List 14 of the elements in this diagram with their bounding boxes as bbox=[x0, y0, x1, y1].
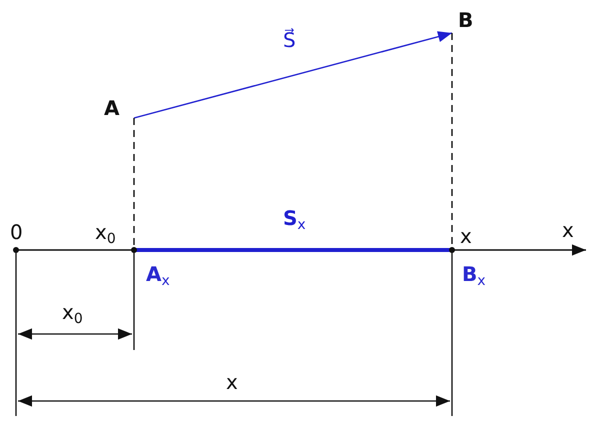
projection-segment bbox=[134, 248, 452, 252]
dimension-label: x bbox=[226, 372, 238, 392]
point-label: x bbox=[460, 226, 472, 246]
edge-label: S⃗ bbox=[283, 30, 296, 50]
vector-arrow bbox=[134, 31, 452, 119]
point-label: B$_{x}$ bbox=[448, 246, 486, 288]
point-label: x$_{0}$ bbox=[95, 222, 116, 246]
axis-label: x bbox=[562, 220, 574, 240]
point-label: A bbox=[104, 98, 120, 118]
edge-label: S$_{x}$ bbox=[283, 208, 306, 232]
point-label: A$_{x}$ bbox=[130, 246, 170, 288]
point-label: B bbox=[458, 10, 474, 30]
point-label: 0 bbox=[10, 222, 23, 252]
dimension-label: x$_{0}$ bbox=[62, 302, 83, 326]
